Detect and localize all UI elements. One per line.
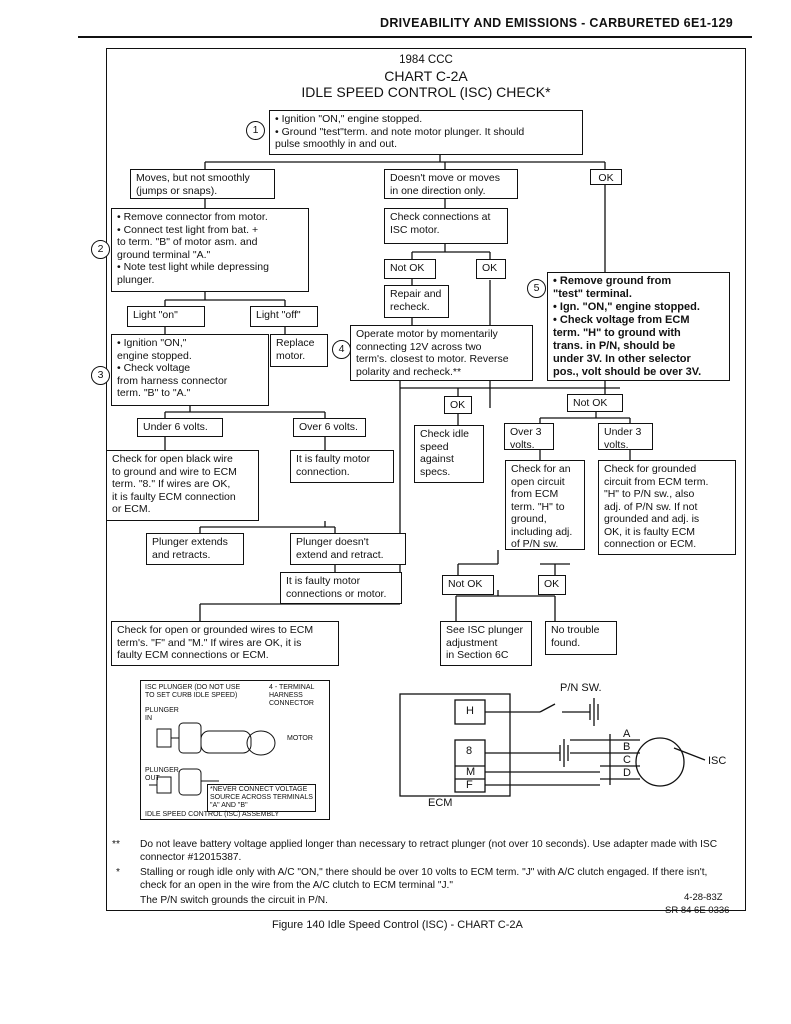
footnote-1-mark: ** <box>112 839 120 850</box>
footnote-1: Do not leave battery voltage applied lon… <box>140 839 718 863</box>
remove-ground-box: • Remove ground from "test" terminal. • … <box>547 272 730 381</box>
over-6-volts-box: Over 6 volts. <box>293 418 366 437</box>
never-connect-note: *NEVER CONNECT VOLTAGE SOURCE ACROSS TER… <box>207 784 316 812</box>
step-marker-4: 4 <box>332 340 351 359</box>
isc-terminal-a: A <box>623 728 631 740</box>
see-isc-adjustment-box: See ISC plunger adjustment in Section 6C <box>440 621 532 666</box>
ecm-terminal-h: H <box>466 705 474 717</box>
isc-motor-drawing <box>149 722 276 796</box>
ok-box-top: OK <box>590 169 622 185</box>
under-6-volts-box: Under 6 volts. <box>137 418 223 437</box>
repair-recheck-box: Repair and recheck. <box>384 285 449 318</box>
motor-label: MOTOR <box>287 735 313 742</box>
figure-caption: Figure 140 Idle Speed Control (ISC) - CH… <box>272 919 523 931</box>
ok-box-1: OK <box>476 259 506 279</box>
header-rule <box>78 36 752 38</box>
step-marker-1: 1 <box>246 121 265 140</box>
plunger-extends-box: Plunger extends and retracts. <box>146 533 244 565</box>
plunger-out-label: PLUNGER OUT <box>145 767 179 782</box>
step-marker-5: 5 <box>527 279 546 298</box>
harness-note: 4 - TERMINAL HARNESS CONNECTOR <box>269 684 315 707</box>
replace-motor-box: Replace motor. <box>270 334 328 367</box>
ecm-terminal-8: 8 <box>466 745 473 757</box>
plunger-in-label: PLUNGER IN <box>145 707 179 722</box>
check-grounded-circuit-box: Check for grounded circuit from ECM term… <box>598 460 736 555</box>
light-on-box: Light "on" <box>127 306 205 327</box>
isc-terminal-c: C <box>623 754 631 766</box>
footnote-2: Stalling or rough idle only with A/C "ON… <box>140 867 708 891</box>
light-off-box: Light "off" <box>250 306 318 327</box>
step-marker-2: 2 <box>91 240 110 259</box>
check-open-grounded-wires-box: Check for open or grounded wires to ECM … <box>111 621 339 666</box>
remove-connector-box: • Remove connector from motor. • Connect… <box>111 208 309 292</box>
faulty-motor-connections-box: It is faulty motor connections or motor. <box>280 572 402 604</box>
check-connections-box: Check connections at ISC motor. <box>384 208 508 244</box>
under-3-volts-box: Under 3 volts. <box>598 423 653 451</box>
isc-label: ISC <box>708 755 727 767</box>
check-open-black-wire-box: Check for open black wire to ground and … <box>106 450 259 521</box>
ok-box-2: OK <box>444 396 472 414</box>
plunger-doesnt-box: Plunger doesn't extend and retract. <box>290 533 406 565</box>
check-idle-speed-box: Check idle speed against specs. <box>414 425 484 483</box>
pn-switch-label: P/N SW. <box>560 682 602 694</box>
isc-terminal-b: B <box>623 741 631 753</box>
footnote-2-mark: * <box>116 867 120 878</box>
page-header: DRIVEABILITY AND EMISSIONS - CARBURETED … <box>380 16 734 30</box>
footnote-3: The P/N switch grounds the circuit in P/… <box>140 895 328 906</box>
check-open-circuit-box: Check for an open circuit from ECM term.… <box>505 460 585 550</box>
chart-subtitle: IDLE SPEED CONTROL (ISC) CHECK* <box>301 84 551 100</box>
no-trouble-box: No trouble found. <box>545 621 617 655</box>
over-3-volts-box: Over 3 volts. <box>504 423 554 451</box>
ecm-terminal-m: M <box>466 766 476 778</box>
ignition-on-check-box: • Ignition "ON," engine stopped. • Check… <box>111 334 269 406</box>
ecm-label: ECM <box>428 797 453 809</box>
isc-terminal-d: D <box>623 767 631 779</box>
not-ok-box-1: Not OK <box>384 259 436 279</box>
plunger-note: ISC PLUNGER (DO NOT USE TO SET CURB IDLE… <box>145 684 241 699</box>
step-marker-3: 3 <box>91 366 110 385</box>
reference-code: SR 84 6E 0336 <box>665 905 730 916</box>
ok-box-3: OK <box>538 575 566 595</box>
chart-name: CHART C-2A <box>384 68 468 84</box>
isc-assembly-illustration: ISC PLUNGER (DO NOT USE TO SET CURB IDLE… <box>140 680 330 820</box>
doesnt-move-box: Doesn't move or moves in one direction o… <box>384 169 518 199</box>
assembly-caption: IDLE SPEED CONTROL (ISC) ASSEMBLY <box>145 811 280 818</box>
chart-year: 1984 CCC <box>399 54 453 66</box>
not-ok-box-3: Not OK <box>442 575 494 595</box>
start-instructions-box: • Ignition "ON," engine stopped. • Groun… <box>269 110 583 155</box>
faulty-motor-connection-box: It is faulty motor connection. <box>290 450 394 483</box>
operate-motor-box: Operate motor by momentarily connecting … <box>350 325 533 381</box>
not-ok-box-2: Not OK <box>567 394 623 412</box>
revision-date: 4-28-83Z <box>684 892 723 903</box>
ecm-terminal-f: F <box>466 779 473 791</box>
moves-not-smoothly-box: Moves, but not smoothly (jumps or snaps)… <box>130 169 275 199</box>
